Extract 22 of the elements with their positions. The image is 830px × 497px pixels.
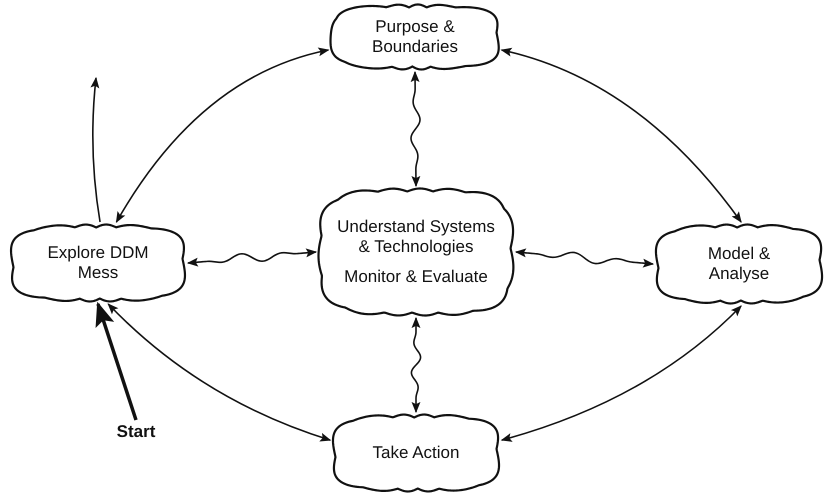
start-label: Start [116, 422, 156, 442]
cloud-node [653, 222, 825, 306]
wavy-arrow [514, 248, 654, 268]
arrow [96, 302, 138, 421]
cloud-node [330, 412, 502, 494]
node-label: Purpose & Boundaries [370, 17, 459, 57]
wavy-arrow [186, 248, 318, 267]
wavy-arrow [410, 70, 421, 188]
node-label: Take Action [372, 443, 460, 463]
node-label: Understand Systems & Technologies [336, 217, 496, 257]
node-label: Monitor & Evaluate [344, 267, 488, 287]
arrow [90, 76, 101, 222]
arrow [116, 48, 330, 223]
wavy-arrow [410, 316, 422, 414]
node-label: Explore DDM Mess [46, 243, 150, 283]
cloud-node [328, 2, 502, 72]
cloud-node [316, 186, 516, 318]
arrow [500, 305, 742, 442]
cloud-node [8, 222, 188, 304]
arrow [500, 48, 742, 223]
node-label: Model & Analyse [706, 244, 772, 284]
arrow [107, 303, 332, 442]
